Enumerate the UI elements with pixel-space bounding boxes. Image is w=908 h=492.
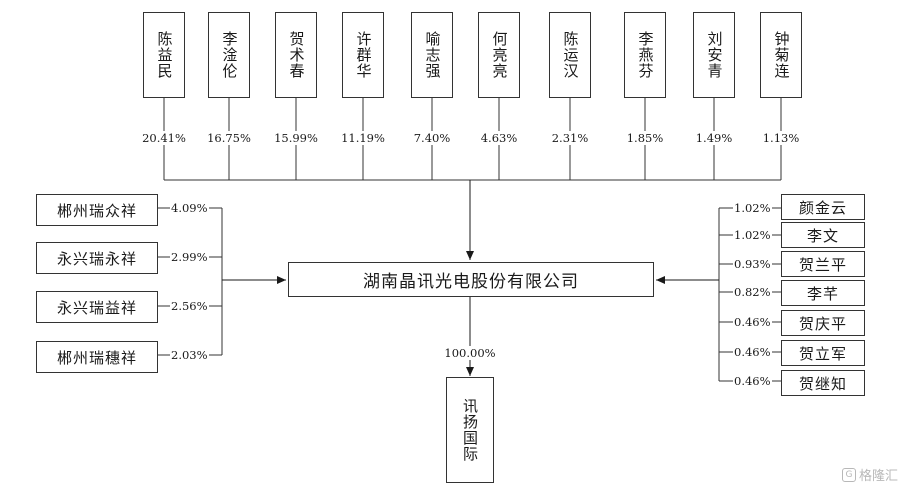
left-shareholder-percentage: 2.99% (170, 250, 209, 264)
right-shareholder-name: 贺继知 (798, 374, 847, 393)
top-shareholder-box: 李淦伦 (208, 12, 250, 98)
top-shareholder-name: 陈运汉 (561, 31, 580, 79)
top-shareholder-name: 陈益民 (155, 31, 174, 79)
right-shareholder-name: 贺兰平 (798, 255, 847, 274)
right-shareholder-box: 贺兰平 (781, 251, 865, 277)
top-shareholder-name: 刘安青 (705, 31, 724, 79)
company-name: 湖南晶讯光电股份有限公司 (363, 272, 579, 292)
right-shareholder-percentage: 1.02% (733, 201, 772, 215)
top-shareholder-percentage: 1.13% (761, 131, 801, 145)
right-shareholder-box: 颜金云 (781, 194, 865, 220)
top-shareholder-box: 许群华 (342, 12, 384, 98)
watermark: G 格隆汇 (841, 465, 898, 484)
g-logo-icon: G (841, 467, 856, 482)
top-shareholder-box: 钟菊连 (760, 12, 802, 98)
right-shareholder-percentage: 0.46% (733, 374, 772, 388)
left-shareholder-box: 永兴瑞永祥 (36, 242, 158, 274)
subsidiary-name: 讯扬国际 (461, 398, 479, 462)
left-shareholder-percentage: 2.56% (170, 299, 209, 313)
top-shareholder-percentage: 16.75% (206, 131, 252, 145)
top-shareholder-percentage: 1.85% (625, 131, 665, 145)
right-shareholder-name: 李文 (806, 226, 839, 245)
top-shareholder-percentage: 4.63% (479, 131, 519, 145)
left-shareholder-name: 永兴瑞永祥 (56, 249, 137, 268)
right-shareholder-name: 贺立军 (798, 344, 847, 363)
left-shareholder-name: 郴州瑞众祥 (56, 201, 137, 220)
right-shareholder-box: 李芊 (781, 280, 865, 306)
top-shareholder-percentage: 20.41% (141, 131, 187, 145)
top-shareholder-box: 李燕芬 (624, 12, 666, 98)
subsidiary-percentage: 100.00% (442, 346, 498, 360)
top-shareholder-name: 李淦伦 (220, 31, 239, 79)
watermark-text: 格隆汇 (858, 469, 898, 484)
top-shareholder-name: 何亮亮 (490, 31, 509, 79)
right-shareholder-box: 李文 (781, 222, 865, 248)
left-shareholder-box: 郴州瑞穗祥 (36, 341, 158, 373)
right-shareholder-name: 颜金云 (798, 198, 847, 217)
left-shareholder-percentage: 4.09% (170, 201, 209, 215)
top-shareholder-box: 贺术春 (275, 12, 317, 98)
left-shareholder-box: 郴州瑞众祥 (36, 194, 158, 226)
left-shareholder-name: 郴州瑞穗祥 (56, 348, 137, 367)
top-shareholder-percentage: 11.19% (340, 131, 386, 145)
top-shareholder-percentage: 1.49% (694, 131, 734, 145)
top-shareholder-name: 贺术春 (287, 31, 306, 79)
right-shareholder-percentage: 0.93% (733, 257, 772, 271)
top-shareholder-name: 许群华 (354, 31, 373, 79)
right-shareholder-percentage: 0.46% (733, 345, 772, 359)
left-shareholder-percentage: 2.03% (170, 348, 209, 362)
left-shareholder-name: 永兴瑞益祥 (56, 298, 137, 317)
subsidiary-box: 讯扬国际 (446, 377, 494, 483)
top-shareholder-box: 喻志强 (411, 12, 453, 98)
top-shareholder-name: 李燕芬 (636, 31, 655, 79)
company-box: 湖南晶讯光电股份有限公司 (288, 262, 654, 297)
left-shareholder-box: 永兴瑞益祥 (36, 291, 158, 323)
top-shareholder-percentage: 2.31% (550, 131, 590, 145)
top-shareholder-box: 陈益民 (143, 12, 185, 98)
top-shareholder-box: 何亮亮 (478, 12, 520, 98)
right-shareholder-box: 贺庆平 (781, 310, 865, 336)
top-shareholder-name: 喻志强 (423, 31, 442, 79)
top-shareholder-percentage: 7.40% (412, 131, 452, 145)
right-shareholder-box: 贺立军 (781, 340, 865, 366)
right-shareholder-box: 贺继知 (781, 370, 865, 396)
top-shareholder-name: 钟菊连 (772, 31, 791, 79)
top-shareholder-box: 陈运汉 (549, 12, 591, 98)
top-shareholder-box: 刘安青 (693, 12, 735, 98)
right-shareholder-percentage: 0.46% (733, 315, 772, 329)
top-shareholder-percentage: 15.99% (273, 131, 319, 145)
right-shareholder-name: 李芊 (806, 284, 839, 303)
right-shareholder-name: 贺庆平 (798, 314, 847, 333)
right-shareholder-percentage: 0.82% (733, 285, 772, 299)
right-shareholder-percentage: 1.02% (733, 228, 772, 242)
